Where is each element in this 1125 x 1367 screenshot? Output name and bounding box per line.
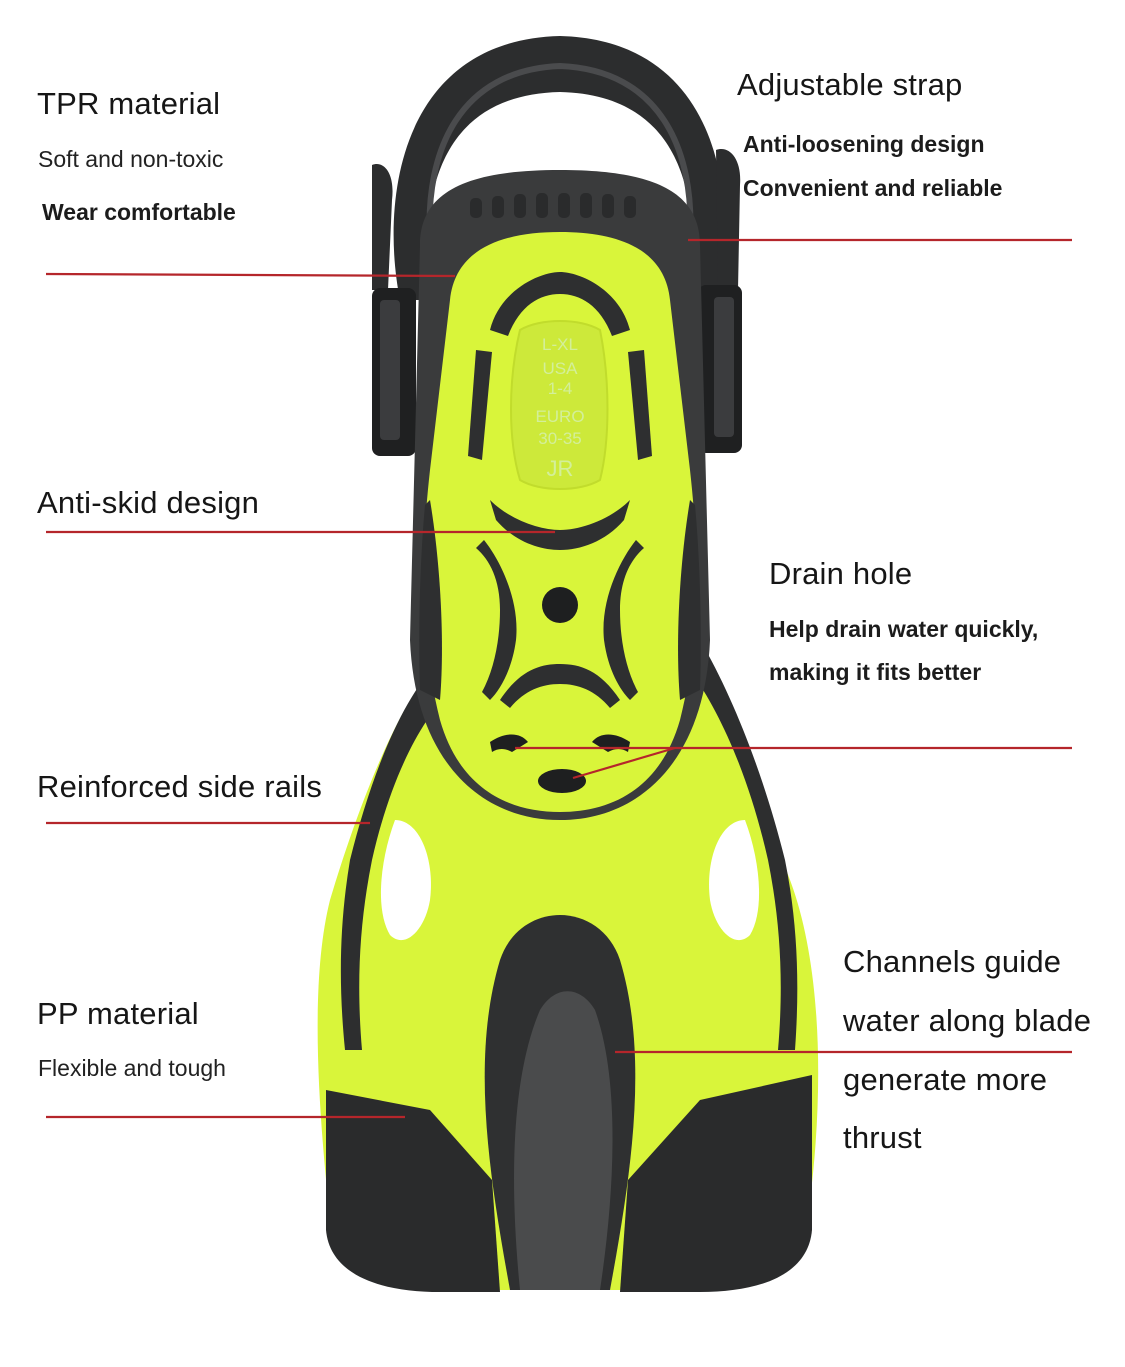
- size-mark-usa: USA: [543, 359, 579, 378]
- tpr-line2: Wear comfortable: [42, 199, 236, 225]
- blade-rim-right: [620, 1075, 812, 1292]
- leader-lines: [45, 238, 1072, 1119]
- buckle-right-plate: [714, 297, 734, 437]
- drain-hole-bottom: [538, 769, 586, 793]
- blade-cutout-left: [380, 820, 431, 941]
- tpr-title: TPR material: [37, 86, 221, 121]
- size-mark-euro: EURO: [535, 407, 584, 426]
- size-pad: [510, 320, 609, 490]
- strap-groove: [426, 62, 694, 241]
- rails-title: Reinforced side rails: [37, 769, 323, 804]
- channels-line1: Channels guide: [843, 944, 1062, 979]
- size-mark-size: L-XL: [542, 335, 578, 354]
- buckle-left-plate: [380, 300, 400, 440]
- strap-tail-right: [716, 149, 741, 290]
- leader-tpr: [45, 272, 456, 278]
- blade-rim-left: [326, 1090, 500, 1292]
- blade-channel-inner: [514, 991, 613, 1290]
- size-mark-junior: JR: [547, 456, 574, 481]
- antiskid-title: Anti-skid design: [37, 485, 260, 520]
- drain-line1: Help drain water quickly,: [769, 616, 1039, 642]
- strap-line1: Anti-loosening design: [743, 131, 985, 157]
- size-mark-usa-range: 1-4: [548, 379, 573, 398]
- channels-line2: water along blade: [843, 1003, 1092, 1038]
- size-mark-euro-range: 30-35: [538, 429, 581, 448]
- drain-title: Drain hole: [769, 556, 913, 591]
- channels-line4: thrust: [843, 1120, 922, 1155]
- leader-drain-diag: [572, 746, 676, 780]
- foot-sole: [423, 232, 697, 812]
- anti-skid-pads: [468, 272, 652, 708]
- strap-title: Adjustable strap: [737, 67, 963, 102]
- drain-line2: making it fits better: [769, 659, 982, 685]
- strap-line2: Convenient and reliable: [743, 175, 1003, 201]
- heel-ribs: [470, 193, 636, 218]
- strap-loop: [393, 36, 725, 300]
- drain-hole-center: [542, 587, 578, 623]
- strap-tail-left: [372, 164, 393, 290]
- pp-title: PP material: [37, 996, 199, 1031]
- sole-side-right: [678, 500, 701, 700]
- channels-line3: generate more: [843, 1062, 1048, 1097]
- tpr-line1: Soft and non-toxic: [38, 146, 224, 172]
- sole-side-left: [419, 500, 442, 700]
- blade-cutout-right: [709, 820, 760, 941]
- pp-line1: Flexible and tough: [38, 1055, 226, 1081]
